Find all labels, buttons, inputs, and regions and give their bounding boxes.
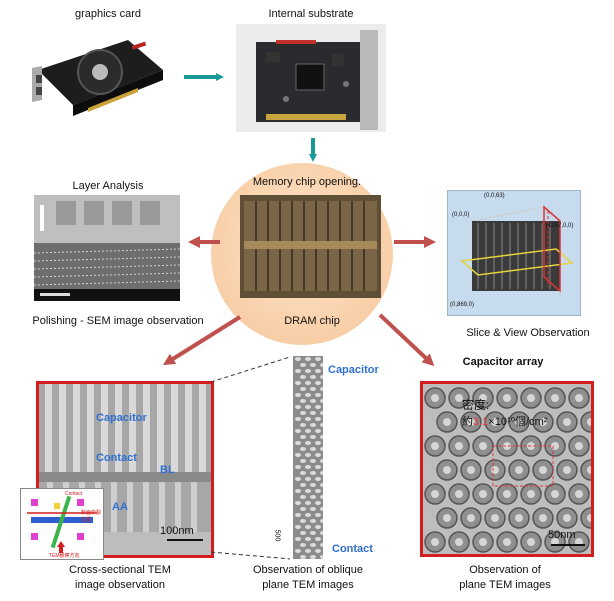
inset-side-label: 断面作製位置 (81, 510, 102, 523)
strip-scale-label: 500 (273, 529, 281, 542)
inset-contact-label: Contact (65, 491, 83, 497)
cap-density-suffix: ×10¹⁰個/cm² (488, 416, 548, 428)
slice-coord-right: (1267,0,0) (546, 223, 574, 229)
slice-coord-lefttop: (0,0,0) (452, 212, 470, 218)
dram-chip-image (240, 195, 381, 298)
strip-capacitor-label: Capacitor (328, 364, 379, 376)
label-oblique-line1: Observation of oblique (252, 564, 364, 576)
substrate-image (236, 24, 386, 132)
sem-layer-image (34, 195, 180, 301)
tem-contact-label: Contact (96, 452, 137, 464)
inset-bottom-label: TEM観察方向 (49, 553, 80, 559)
label-memory-chip-opening: Memory chip opening. (252, 176, 362, 188)
label-cross-tem: Cross-sectional TEM image observation (50, 563, 190, 593)
label-slice-view: Slice & View Observation (466, 327, 590, 339)
connector-bottom (210, 551, 291, 560)
arrow-to-tem-cross (162, 315, 242, 366)
label-plane-tem-line1: Observation of (469, 564, 541, 576)
tem-capacitor-label: Capacitor (96, 412, 147, 424)
oblique-strip-image (293, 356, 323, 559)
label-polishing: Polishing - SEM image observation (32, 315, 204, 327)
label-cross-tem-line2: image observation (75, 579, 165, 591)
cap-density-number: 3.1 (473, 416, 489, 428)
strip-contact-label: Contact (332, 543, 373, 555)
label-oblique-line2: plane TEM images (262, 579, 354, 591)
connector-top (210, 356, 291, 383)
label-internal-substrate: Internal substrate (268, 8, 354, 20)
cap-density-value-row: 約3.1×10¹⁰個/cm² (462, 413, 547, 429)
tem-bl-label: BL (160, 464, 175, 476)
label-plane-tem-line2: plane TEM images (459, 579, 551, 591)
label-cross-tem-line1: Cross-sectional TEM (69, 564, 171, 576)
slice-coord-bottom: (0,869,0) (450, 302, 475, 308)
tem-inset-schematic: Contact 断面作製位置 TEM観察方向 (20, 488, 104, 560)
label-capacitor-array: Capacitor array (462, 356, 544, 368)
slice-coord-top: (0,0,63) (484, 193, 505, 199)
label-dram-chip: DRAM chip (284, 315, 340, 327)
cap-density-label: 密度: (462, 398, 490, 412)
graphics-card-image (28, 30, 168, 130)
label-oblique: Observation of oblique plane TEM images (236, 563, 380, 593)
tem-scale-label: 100nm (160, 525, 194, 537)
cap-density-prefix: 約 (462, 416, 473, 428)
cap-scale-label: 50nm (548, 529, 576, 541)
label-layer-analysis: Layer Analysis (72, 180, 144, 192)
tem-aa-label: AA (112, 501, 128, 513)
capacitor-array-image (420, 381, 594, 557)
label-graphics-card: graphics card (74, 8, 142, 20)
arrow-to-cap-array (378, 313, 435, 367)
label-plane-tem: Observation of plane TEM images (440, 563, 570, 593)
slice-view-image (447, 190, 581, 316)
